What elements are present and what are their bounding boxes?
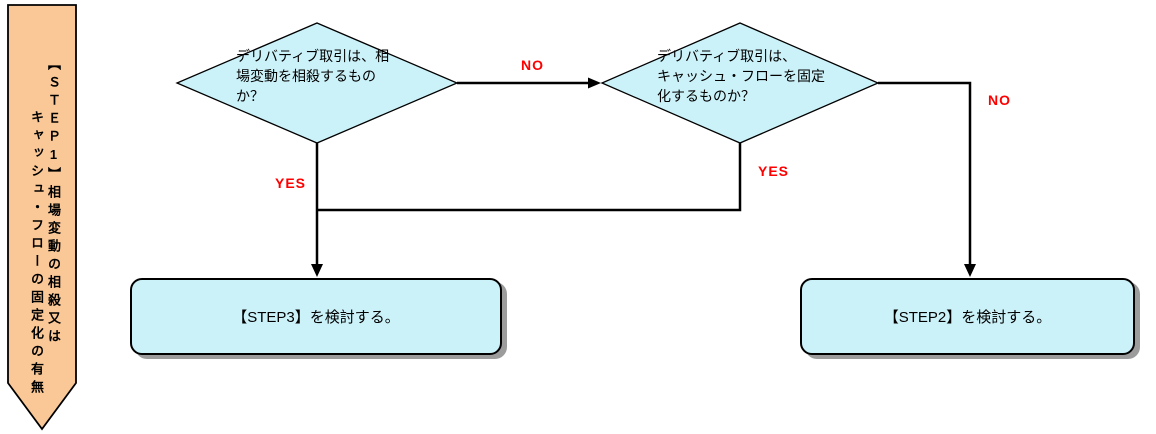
result-box-step3-label: 【STEP3】を検討する。 xyxy=(232,309,400,326)
arrowhead-yes-down xyxy=(311,264,323,277)
connector-yes-merge-line xyxy=(316,143,742,212)
edge-label-yes-1: YES xyxy=(275,175,307,191)
decision-diamond-market-offset xyxy=(175,22,459,144)
result-box-step3: 【STEP3】を検討する。 xyxy=(130,278,502,355)
decision-2-line-2: キャッシュ・フローを固定 xyxy=(657,68,825,84)
decision-2-line-3: 化するものか？ xyxy=(657,88,755,104)
edge-label-no-1: NO xyxy=(521,57,544,73)
connector-no-2-line xyxy=(878,81,972,265)
result-box-step2: 【STEP2】を検討する。 xyxy=(800,278,1135,355)
decision-1-line-3: か？ xyxy=(236,88,264,104)
arrowhead-no-2 xyxy=(964,264,976,277)
result-box-step2-label: 【STEP2】を検討する。 xyxy=(883,309,1052,326)
decision-2-line-1: デリバティブ取引は、 xyxy=(657,48,797,64)
arrowhead-no-1 xyxy=(588,77,601,89)
decision-1-line-2: 場変動を相殺するもの xyxy=(236,68,376,84)
banner-column-2: キャッシュ・フローの固定化の有無 xyxy=(29,110,44,398)
decision-1-line-1: デリバティブ取引は、相 xyxy=(236,48,390,64)
decision-2-label: デリバティブ取引は、 キャッシュ・フローを固定 化するものか？ xyxy=(657,46,825,106)
step1-banner-shape xyxy=(7,4,77,431)
banner-column-1: 【ＳＴＥＰ1】相場変動の相殺又は xyxy=(46,57,61,347)
edge-label-no-2: NO xyxy=(988,92,1011,108)
step1-banner-label: 【ＳＴＥＰ1】相場変動の相殺又は キャッシュ・フローの固定化の有無 xyxy=(8,5,76,429)
decision-diamond-cashflow-fix xyxy=(600,22,880,144)
edge-label-yes-2: YES xyxy=(758,163,790,179)
decision-1-label: デリバティブ取引は、相 場変動を相殺するもの か？ xyxy=(236,46,389,106)
